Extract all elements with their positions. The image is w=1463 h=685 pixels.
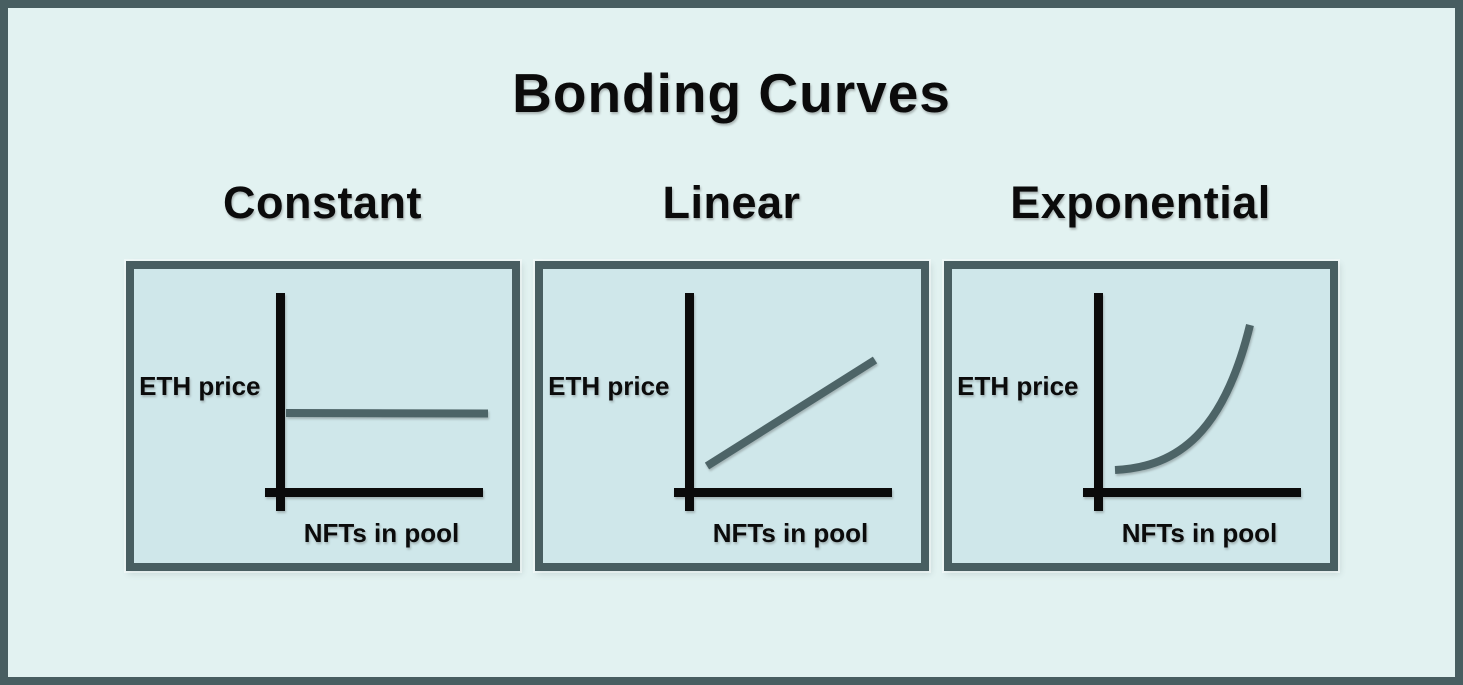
chart-canvas-constant <box>264 293 488 511</box>
curve-line-constant <box>285 409 488 418</box>
panel-title-exponential: Exponential <box>1010 177 1271 228</box>
y-axis-label: ETH price <box>548 371 670 401</box>
chart-canvas-linear <box>673 293 892 511</box>
panel-exponential: Exponential ETH price NFTs in pool <box>943 177 1338 571</box>
y-axis-label: ETH price <box>957 371 1079 401</box>
panel-title-constant: Constant <box>223 177 422 228</box>
chart-box-exponential: ETH price NFTs in pool <box>943 261 1338 571</box>
curve-line-exponential <box>1114 324 1254 474</box>
page-title: Bonding Curves <box>512 62 951 124</box>
x-axis-label: NFTs in pool <box>303 518 460 548</box>
x-axis-label: NFTs in pool <box>712 518 869 548</box>
panel-constant: Constant ETH price NFTs in pool <box>125 177 520 571</box>
chart-box-constant: ETH price NFTs in pool <box>125 261 520 571</box>
chart-box-linear: ETH price NFTs in pool <box>534 261 929 571</box>
panel-title-linear: Linear <box>662 177 801 228</box>
panel-linear: Linear ETH price NFTs in pool <box>534 177 929 571</box>
y-axis-label: ETH price <box>139 371 261 401</box>
x-axis-label: NFTs in pool <box>1121 518 1278 548</box>
panels-row: Constant ETH price NFTs in pool Linear <box>8 180 1455 571</box>
chart-canvas-exponential <box>1082 293 1301 511</box>
curve-line-linear <box>704 356 877 470</box>
